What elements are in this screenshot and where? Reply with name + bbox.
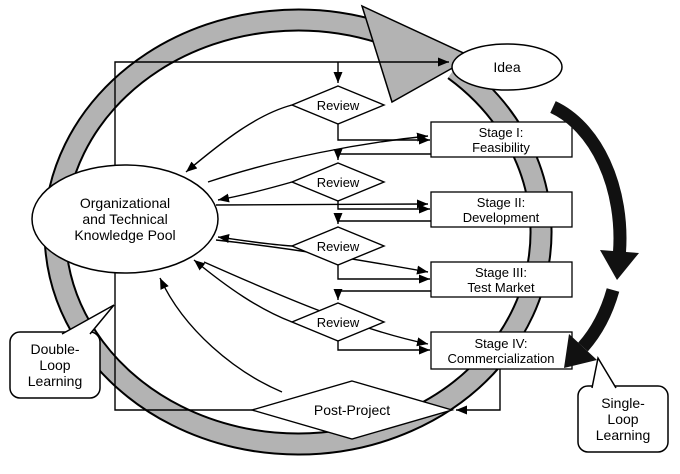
- arrow-postproject-to-pool: [159, 277, 283, 393]
- arrow-review4-to-stage4: [337, 341, 430, 355]
- single-loop-label-line2: Loop: [607, 411, 638, 427]
- single-loop-callout-tail: [591, 355, 617, 389]
- review-1-label: Review: [317, 98, 360, 113]
- single-loop-arc-upper: [550, 101, 627, 253]
- stage-3-label-line1: Stage III:: [475, 265, 527, 280]
- stage-2-label-line1: Stage II:: [477, 195, 525, 210]
- arrow-review1-to-pool: [185, 104, 293, 173]
- stage-2-node: Stage II: Development: [430, 191, 573, 228]
- post-project-node: Post-Project: [249, 380, 455, 440]
- stage-1-label-line2: Feasibility: [472, 140, 530, 155]
- stage-2-shape: [430, 191, 573, 228]
- single-loop-label-line1: Single-: [601, 395, 645, 411]
- arrow-stage3-to-review4: [333, 289, 431, 300]
- stage-2-label-line2: Development: [463, 210, 540, 225]
- review-4-shape: [290, 302, 386, 342]
- arrow-stage1-to-review2: [333, 149, 431, 160]
- single-loop-callout: Single- Loop Learning: [577, 355, 669, 453]
- review-gates: Review Review Review Review: [290, 85, 386, 342]
- stage-1-label-line1: Stage I:: [479, 125, 524, 140]
- arrow-review1-to-stage1: [337, 124, 430, 145]
- post-project-label: Post-Project: [314, 402, 390, 418]
- knowledge-pool-node: Organizational and Technical Knowledge P…: [31, 164, 219, 274]
- idea-node: Idea: [451, 43, 563, 91]
- knowledge-pool-shape: [31, 164, 219, 274]
- arrow-stage4-to-postproject: [456, 369, 501, 415]
- stage-3-shape: [430, 261, 573, 298]
- stage-4-shape: [430, 331, 573, 370]
- double-loop-label-line2: Loop: [39, 357, 70, 373]
- single-loop-arc-lower: [578, 288, 620, 352]
- knowledge-pool-label-line2: and Technical: [82, 211, 167, 227]
- knowledge-pool-label-line3: Knowledge Pool: [74, 227, 175, 243]
- single-loop-arcs: [550, 101, 639, 368]
- idea-shape: [451, 43, 563, 91]
- review-3-label: Review: [317, 239, 360, 254]
- review-2-shape: [290, 162, 386, 202]
- review-1-node: Review: [290, 85, 386, 125]
- stage-boxes: Stage I: Feasibility Stage II: Developme…: [430, 121, 573, 370]
- arrow-pool-to-stage1: [207, 132, 429, 183]
- single-loop-arrowhead-lower-icon: [564, 334, 597, 368]
- double-loop-ring: [43, 4, 553, 456]
- ring-band: [45, 10, 551, 454]
- stage-3-node: Stage III: Test Market: [430, 261, 573, 298]
- post-project-shape: [249, 380, 455, 440]
- review-4-label: Review: [317, 315, 360, 330]
- arrow-review3-to-pool: [217, 234, 293, 247]
- review-2-node: Review: [290, 162, 386, 202]
- review-1-shape: [290, 85, 386, 125]
- stage-3-label-line2: Test Market: [467, 280, 535, 295]
- stage-1-shape: [430, 121, 573, 158]
- arrow-review2-to-pool: [217, 181, 293, 203]
- stage-4-node: Stage IV: Commercialization: [430, 331, 573, 370]
- review-3-shape: [290, 226, 386, 266]
- stage-4-label-line2: Commercialization: [448, 351, 555, 366]
- arrow-pool-to-stage2: [215, 199, 429, 209]
- arrow-review2-to-stage2: [337, 201, 430, 214]
- review-4-node: Review: [290, 302, 386, 342]
- double-loop-label-line1: Double-: [30, 341, 79, 357]
- knowledge-pool-label-line1: Organizational: [80, 195, 170, 211]
- arrow-review4-to-pool: [193, 259, 293, 323]
- stage-4-label-line1: Stage IV:: [475, 336, 528, 351]
- double-loop-callout-tail: [61, 304, 115, 335]
- stage-1-node: Stage I: Feasibility: [430, 121, 573, 158]
- idea-label: Idea: [493, 59, 520, 75]
- double-loop-callout: Double- Loop Learning: [9, 304, 115, 399]
- single-loop-arrowhead-upper-icon: [600, 250, 639, 280]
- double-loop-label-line3: Learning: [28, 373, 83, 389]
- review-3-node: Review: [290, 226, 386, 266]
- gray-loop-arrowhead-icon: [360, 4, 474, 104]
- arrow-stage2-to-review3: [333, 213, 431, 224]
- arrow-review3-to-stage3: [337, 265, 430, 284]
- double-loop-callout-box: [9, 331, 101, 399]
- single-loop-callout-box: [577, 385, 669, 453]
- single-loop-label-line3: Learning: [596, 427, 651, 443]
- review-2-label: Review: [317, 175, 360, 190]
